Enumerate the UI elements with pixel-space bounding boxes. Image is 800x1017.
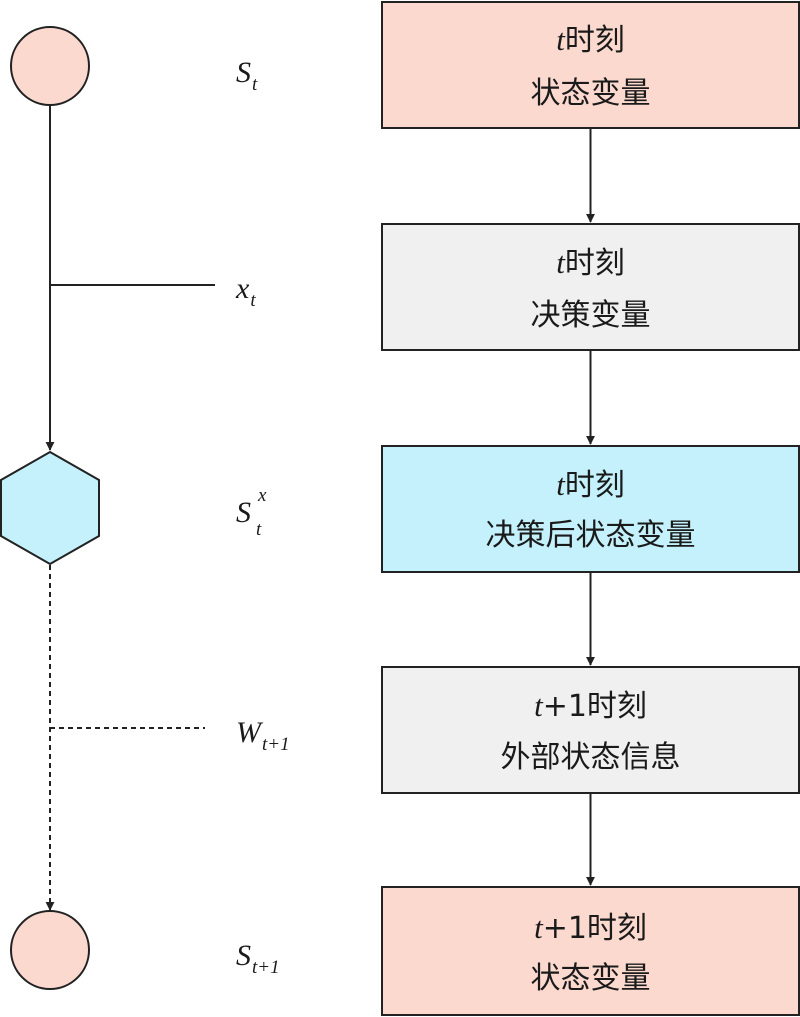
box-information-t-plus-1-line1: t+1时刻 xyxy=(534,688,647,724)
post-decision-node xyxy=(0,450,100,566)
label-state-t: St xyxy=(236,56,258,95)
box-state-t: t时刻 状态变量 xyxy=(381,1,800,129)
process-boxes: t时刻 状态变量 t时刻 决策变量 t时刻 决策后状态变量 t+1时刻 外部状态… xyxy=(381,1,800,1016)
timeline-nodes xyxy=(0,26,100,990)
box-state-t-line2: 状态变量 xyxy=(531,76,651,111)
label-state-t-plus-1: St+1 xyxy=(236,939,280,978)
box-state-t-plus-1-line1: t+1时刻 xyxy=(534,910,647,946)
box-decision-t-rect xyxy=(381,223,800,351)
box-post-decision-t-rect xyxy=(381,445,800,573)
box-state-t-plus-1-line2: 状态变量 xyxy=(531,961,651,996)
box-decision-t: t时刻 决策变量 xyxy=(381,223,800,351)
box-post-decision-t: t时刻 决策后状态变量 xyxy=(381,445,800,573)
box-post-decision-t-line2: 决策后状态变量 xyxy=(486,518,696,553)
box-information-t-plus-1-rect xyxy=(381,666,800,794)
box-state-t-rect xyxy=(381,1,800,129)
box-state-t-plus-1: t+1时刻 状态变量 xyxy=(381,886,800,1016)
timeline-connectors xyxy=(45,105,215,911)
box-state-t-plus-1-rect xyxy=(381,886,800,1016)
box-information-t-plus-1: t+1时刻 外部状态信息 xyxy=(381,666,800,794)
box-decision-t-line2: 决策变量 xyxy=(531,298,651,333)
label-decision-x-t: xt xyxy=(235,272,256,311)
box-decision-t-line1: t时刻 xyxy=(556,245,625,281)
box-information-t-plus-1-line2: 外部状态信息 xyxy=(501,740,681,775)
box-post-decision-t-line1: t时刻 xyxy=(556,467,625,503)
state-node-t xyxy=(10,26,90,106)
state-node-t-plus-1 xyxy=(10,910,90,990)
box-state-t-line1: t时刻 xyxy=(556,22,625,58)
label-information-w: Wt+1 xyxy=(236,716,290,755)
